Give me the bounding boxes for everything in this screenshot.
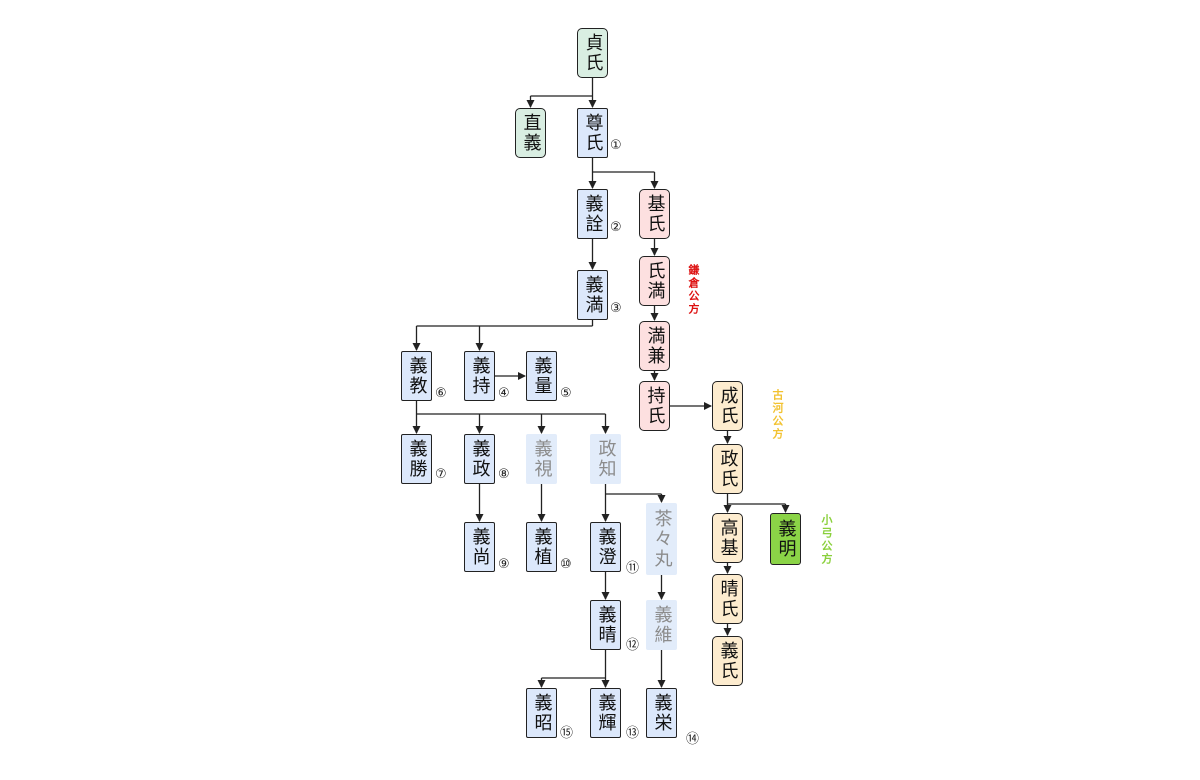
node-yoshiakira: 義詮 xyxy=(577,189,608,239)
shogun-number-10: ⑩ xyxy=(560,557,572,572)
node-takauji: 尊氏 xyxy=(577,108,608,158)
shogun-number-4: ④ xyxy=(498,386,510,401)
node-yoshihide: 義栄 xyxy=(646,688,677,738)
node-yoshiaki: 義昭 xyxy=(526,688,557,738)
shogun-number-7: ⑦ xyxy=(435,467,447,482)
node-yoshimitsu: 義満 xyxy=(577,270,608,320)
node-motouji: 基氏 xyxy=(639,189,670,239)
node-chachamaru: 茶々丸 xyxy=(646,503,677,575)
node-masauji: 政氏 xyxy=(712,444,743,494)
node-yoshiharu: 義晴 xyxy=(590,600,621,650)
shogun-number-2: ② xyxy=(610,220,622,235)
shogun-number-15: ⑮ xyxy=(560,726,574,741)
node-yoshiaki-oyumi: 義明 xyxy=(770,513,801,565)
node-yoshimochi: 義持 xyxy=(464,351,495,401)
node-tadayoshi: 直義 xyxy=(515,108,546,158)
faction-label-koga: 古河公方 xyxy=(771,389,784,441)
node-yoshitsuna: 義維 xyxy=(646,600,677,650)
node-takamoto: 高基 xyxy=(712,513,743,563)
node-mitsukane: 満兼 xyxy=(639,321,670,371)
shogun-number-13: ⑬ xyxy=(626,726,640,741)
faction-label-oyumi: 小弓公方 xyxy=(820,514,833,566)
shogun-number-3: ③ xyxy=(610,301,622,316)
node-yoshihisa: 義尚 xyxy=(464,522,495,572)
node-yoshinori: 義教 xyxy=(401,351,432,401)
node-masatomo: 政知 xyxy=(590,434,621,484)
node-yoshiuji: 義氏 xyxy=(712,636,743,686)
shogun-number-8: ⑧ xyxy=(498,467,510,482)
shogun-number-9: ⑨ xyxy=(498,557,510,572)
node-yoshizumi: 義澄 xyxy=(590,522,621,572)
node-haruuji: 晴氏 xyxy=(712,574,743,624)
node-sadauji: 貞氏 xyxy=(577,28,608,78)
node-yoshimi: 義視 xyxy=(526,434,557,484)
node-mochiuji: 持氏 xyxy=(639,381,670,431)
node-yoshikazu: 義量 xyxy=(526,351,557,401)
faction-label-kamakura: 鎌倉公方 xyxy=(687,264,700,316)
shogun-number-1: ① xyxy=(610,138,622,153)
node-yoshikatsu: 義勝 xyxy=(401,434,432,484)
node-shigeuji: 成氏 xyxy=(712,381,743,431)
shogun-number-14: ⑭ xyxy=(686,732,700,747)
node-ujimitsu: 氏満 xyxy=(639,256,670,306)
shogun-number-12: ⑫ xyxy=(626,638,640,653)
shogun-number-6: ⑥ xyxy=(435,386,447,401)
node-yoshitane: 義植 xyxy=(526,522,557,572)
shogun-number-11: ⑪ xyxy=(626,561,640,576)
node-yoshiteru: 義輝 xyxy=(590,688,621,738)
shogun-number-5: ⑤ xyxy=(560,386,572,401)
node-yoshimasa: 義政 xyxy=(464,434,495,484)
